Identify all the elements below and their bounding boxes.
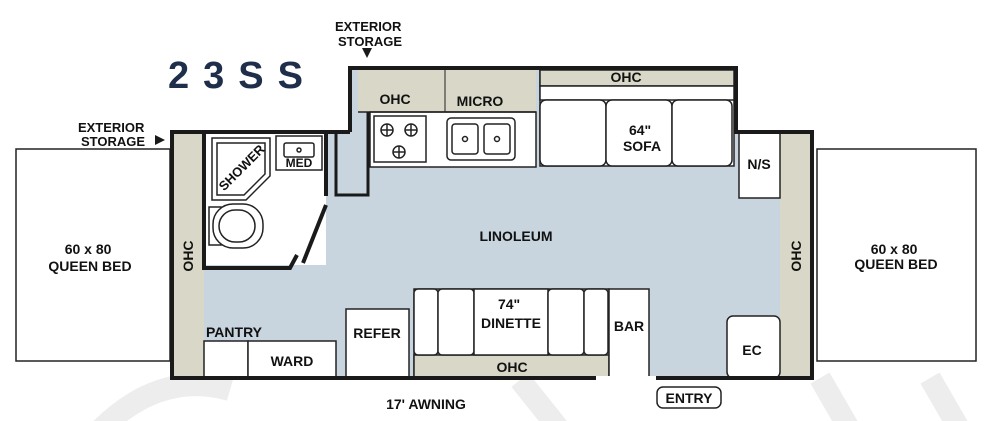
dinette-label: 74" DINETTE — [481, 296, 541, 331]
dinette-ohc-label: OHC — [496, 359, 527, 375]
pantry-label: PANTRY — [206, 324, 263, 340]
refrigerator — [345, 308, 410, 379]
right-bed-label: 60 x 80 QUEEN BED — [854, 241, 937, 272]
left-bed-area — [15, 148, 171, 362]
bathroom-door — [301, 204, 328, 264]
right-ohc-label: OHC — [788, 240, 804, 271]
pantry-ward-cabinets — [203, 340, 337, 379]
exterior-storage-left-arrow — [155, 135, 165, 145]
nightstand — [738, 131, 781, 199]
exterior-walls — [170, 66, 814, 380]
exterior-storage-left-label: EXTERIOR STORAGE — [78, 120, 148, 149]
right-ohc-cabinet — [780, 132, 812, 378]
micro-label: MICRO — [457, 93, 504, 109]
dinette — [413, 288, 610, 379]
left-ohc-label: OHC — [180, 240, 196, 271]
sofa-ohc-label: OHC — [610, 69, 641, 85]
linoleum-label: LINOLEUM — [479, 228, 552, 244]
bathroom-sink — [275, 135, 323, 171]
ec-label: EC — [742, 342, 761, 358]
entry-label: ENTRY — [666, 390, 714, 406]
sofa-label: 64" SOFA — [623, 122, 661, 154]
awning-label: 17' AWNING — [386, 396, 466, 412]
nightstand-label: N/S — [747, 156, 770, 172]
toilet — [208, 203, 264, 249]
bar — [608, 288, 650, 379]
left-bed-label: 60 x 80 QUEEN BED — [48, 241, 131, 274]
stove-burners — [373, 115, 427, 163]
left-ohc-cabinet — [172, 132, 204, 378]
entry-badge — [656, 386, 722, 409]
model-title: 23SS — [168, 55, 317, 97]
right-bed-area — [816, 148, 977, 362]
bathroom-walls — [202, 132, 299, 270]
refer-label: REFER — [353, 325, 400, 341]
kitchen-ohc-label: OHC — [379, 91, 410, 107]
kitchen-sink — [446, 117, 516, 161]
shower — [211, 137, 271, 201]
watermark-shape — [93, 372, 968, 421]
sofa — [539, 69, 735, 167]
bar-label: BAR — [614, 318, 644, 334]
ward-label: WARD — [271, 353, 314, 369]
kitchen-ohc-cabinet — [358, 70, 536, 112]
exterior-storage-top-arrow — [362, 48, 372, 58]
med-label: MED — [286, 156, 313, 170]
exterior-storage-top-label: EXTERIOR STORAGE — [335, 19, 405, 49]
